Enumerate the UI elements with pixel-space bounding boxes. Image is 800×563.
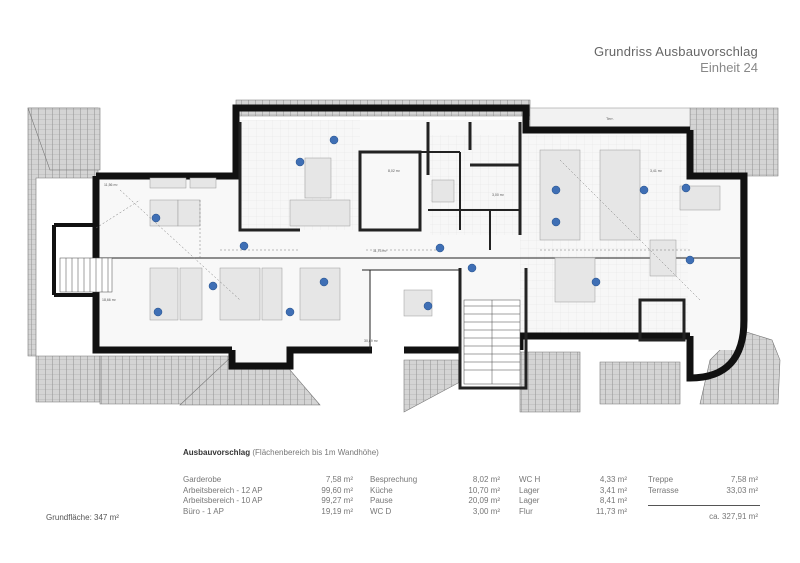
area-column-2: Besprechung 8,02 m² Küche 10,70 m² Pause 20… — [370, 475, 500, 517]
area-name: Arbeitsbereich - 12 AP — [183, 485, 263, 495]
area-row: Lager 8,41 m² — [519, 496, 627, 507]
person-icon — [551, 217, 561, 227]
room-tags: 11,56 m² 18,66 m² 30,89 m² 11,73 m² 8,02… — [102, 169, 663, 343]
area-column-3: WC H 4,33 m² Lager 3,41 m² Lager 8,41 m² Fl… — [519, 475, 627, 517]
area-value: 10,70 m² — [468, 485, 500, 495]
area-value: 7,58 m² — [730, 475, 758, 484]
area-value: 11,73 m² — [596, 506, 627, 516]
area-row: Besprechung 8,02 m² — [370, 475, 500, 486]
area-name: Besprechung — [370, 475, 418, 484]
svg-text:3,41 m²: 3,41 m² — [650, 169, 663, 173]
area-column-4: Treppe 7,58 m² Terrasse 33,03 m² — [648, 475, 758, 496]
area-column-1: Garderobe 7,58 m² Arbeitsbereich - 12 AP 9… — [183, 475, 353, 517]
interior-walls — [96, 122, 740, 390]
plan-title: Grundriss Ausbauvorschlag Einheit 24 — [594, 44, 758, 75]
person-icon — [591, 277, 601, 287]
person-icon — [681, 183, 691, 193]
person-icon — [208, 281, 218, 291]
floor-areas — [96, 120, 740, 365]
area-row: Garderobe 7,58 m² — [183, 475, 353, 486]
area-row: Büro - 1 AP 19,19 m² — [183, 507, 353, 518]
area-row: Arbeitsbereich - 12 AP 99,60 m² — [183, 486, 353, 497]
person-icon — [639, 185, 649, 195]
terrace-area-label: Terr. — [606, 116, 614, 121]
area-name: WC H — [519, 475, 541, 484]
area-name: Treppe — [648, 475, 674, 484]
total-area: ca. 327,91 m² — [709, 512, 758, 521]
svg-text:18,66 m²: 18,66 m² — [102, 298, 117, 302]
plan-title-line2: Einheit 24 — [700, 60, 758, 75]
area-row: Flur 11,73 m² — [519, 507, 627, 518]
area-value: 4,33 m² — [599, 475, 627, 484]
svg-text:3,00 m²: 3,00 m² — [492, 193, 505, 197]
furniture — [149, 149, 721, 321]
ground-area: Grundfläche: 347 m² — [46, 513, 119, 522]
area-row: Küche 10,70 m² — [370, 486, 500, 497]
legend-heading-title: Ausbauvorschlag — [183, 448, 251, 457]
area-value: 8,41 m² — [599, 496, 627, 505]
area-name: Terrasse — [648, 485, 679, 495]
area-name: Lager — [519, 485, 540, 495]
person-icon — [295, 157, 305, 167]
legend-heading: Ausbauvorschlag (Flächenbereich bis 1m W… — [183, 448, 379, 457]
person-icon — [551, 185, 561, 195]
door-swings — [95, 159, 701, 301]
svg-text:11,56 m²: 11,56 m² — [104, 183, 118, 187]
person-icon — [329, 135, 339, 145]
person-icon — [285, 307, 295, 317]
area-row: WC D 3,00 m² — [370, 507, 500, 518]
area-value: 7,58 m² — [325, 475, 353, 484]
svg-text:11,73 m²: 11,73 m² — [373, 249, 387, 253]
area-name: Flur — [519, 506, 533, 516]
roof-left-upper — [27, 107, 101, 171]
svg-text:30,89 m²: 30,89 m² — [364, 339, 379, 343]
area-name: Küche — [370, 485, 393, 495]
roof-bottom-mid2 — [519, 351, 581, 413]
stairs — [59, 257, 521, 385]
area-row: Terrasse 33,03 m² — [648, 486, 758, 497]
area-name: Pause — [370, 496, 393, 505]
person-icon — [239, 241, 249, 251]
area-value: 99,27 m² — [321, 496, 353, 505]
person-icon — [685, 255, 695, 265]
roof-bottom-right — [599, 361, 681, 405]
roof-bottom-mid — [403, 359, 461, 413]
person-icon — [151, 213, 161, 223]
area-value: 99,60 m² — [321, 485, 353, 495]
area-name: Büro - 1 AP — [183, 506, 224, 516]
plan-title-line1: Grundriss Ausbauvorschlag — [594, 44, 758, 59]
area-value: 3,00 m² — [472, 506, 500, 516]
area-row: WC H 4,33 m² — [519, 475, 627, 486]
area-value: 20,09 m² — [468, 496, 500, 505]
area-name: Lager — [519, 496, 540, 505]
area-value: 33,03 m² — [726, 485, 758, 495]
person-icon — [467, 263, 477, 273]
person-icon — [423, 301, 433, 311]
legend-heading-sub: (Flächenbereich bis 1m Wandhöhe) — [252, 448, 379, 457]
area-value: 8,02 m² — [472, 475, 500, 484]
area-name: Arbeitsbereich - 10 AP — [183, 496, 263, 505]
svg-text:8,02 m²: 8,02 m² — [388, 169, 401, 173]
area-row: Lager 3,41 m² — [519, 486, 627, 497]
total-divider — [648, 505, 760, 506]
floor-plan: Terr. — [27, 99, 781, 413]
area-row: Pause 20,09 m² — [370, 496, 500, 507]
area-value: 19,19 m² — [321, 506, 353, 516]
area-name: WC D — [370, 506, 392, 516]
area-name: Garderobe — [183, 475, 222, 484]
workstation-markers — [151, 135, 695, 317]
person-icon — [319, 277, 329, 287]
area-row: Arbeitsbereich - 10 AP 99,27 m² — [183, 496, 353, 507]
person-icon — [153, 307, 163, 317]
area-value: 3,41 m² — [599, 485, 627, 495]
person-icon — [435, 243, 445, 253]
area-row: Treppe 7,58 m² — [648, 475, 758, 486]
